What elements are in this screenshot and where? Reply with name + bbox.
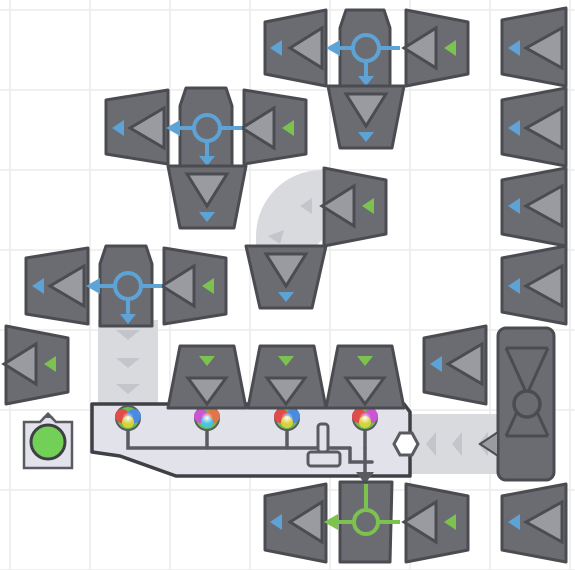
balancer-icon[interactable] (86, 244, 162, 328)
balancer-icon[interactable] (324, 480, 400, 564)
splitter-icon[interactable] (319, 166, 388, 248)
balancer-icon[interactable] (166, 86, 242, 168)
sorter-icon[interactable] (478, 326, 556, 482)
factory[interactable] (90, 402, 420, 484)
factory-input-3[interactable] (324, 344, 406, 410)
splitter-icon[interactable] (239, 88, 308, 166)
belt-arrows (116, 198, 488, 456)
rgb-lamp-icon[interactable] (194, 405, 220, 431)
merger-icon[interactable] (500, 6, 568, 88)
lever-icon[interactable] (306, 422, 342, 468)
merger-icon[interactable] (263, 482, 328, 564)
merger-icon[interactable] (263, 8, 328, 88)
rgb-lamp-icon[interactable] (274, 405, 300, 431)
merger-icon[interactable] (326, 84, 406, 150)
merger-icon[interactable] (422, 324, 488, 406)
merger-icon[interactable] (166, 164, 248, 230)
hex-connector-icon[interactable] (392, 431, 420, 457)
splitter-icon[interactable] (401, 8, 470, 88)
merger-icon[interactable] (244, 244, 328, 310)
merger-icon[interactable] (24, 246, 90, 326)
merger-icon[interactable] (104, 88, 170, 166)
factory-output-arrow (356, 472, 374, 484)
signal-icon[interactable] (22, 412, 74, 470)
merger-icon[interactable] (500, 482, 568, 564)
splitter-icon[interactable] (159, 246, 228, 326)
merger-icon[interactable] (500, 166, 568, 248)
factory-input-1[interactable] (166, 344, 248, 410)
splitter-icon[interactable] (1, 324, 70, 406)
merger-icon[interactable] (500, 86, 568, 168)
splitter-icon[interactable] (401, 482, 470, 564)
belt-curve[interactable] (256, 170, 322, 252)
rgb-lamp-icon[interactable] (115, 405, 141, 431)
rgb-lamp-icon[interactable] (352, 405, 378, 431)
balancer-icon[interactable] (326, 8, 400, 88)
factory-input-2[interactable] (246, 344, 328, 410)
merger-icon[interactable] (500, 244, 568, 326)
